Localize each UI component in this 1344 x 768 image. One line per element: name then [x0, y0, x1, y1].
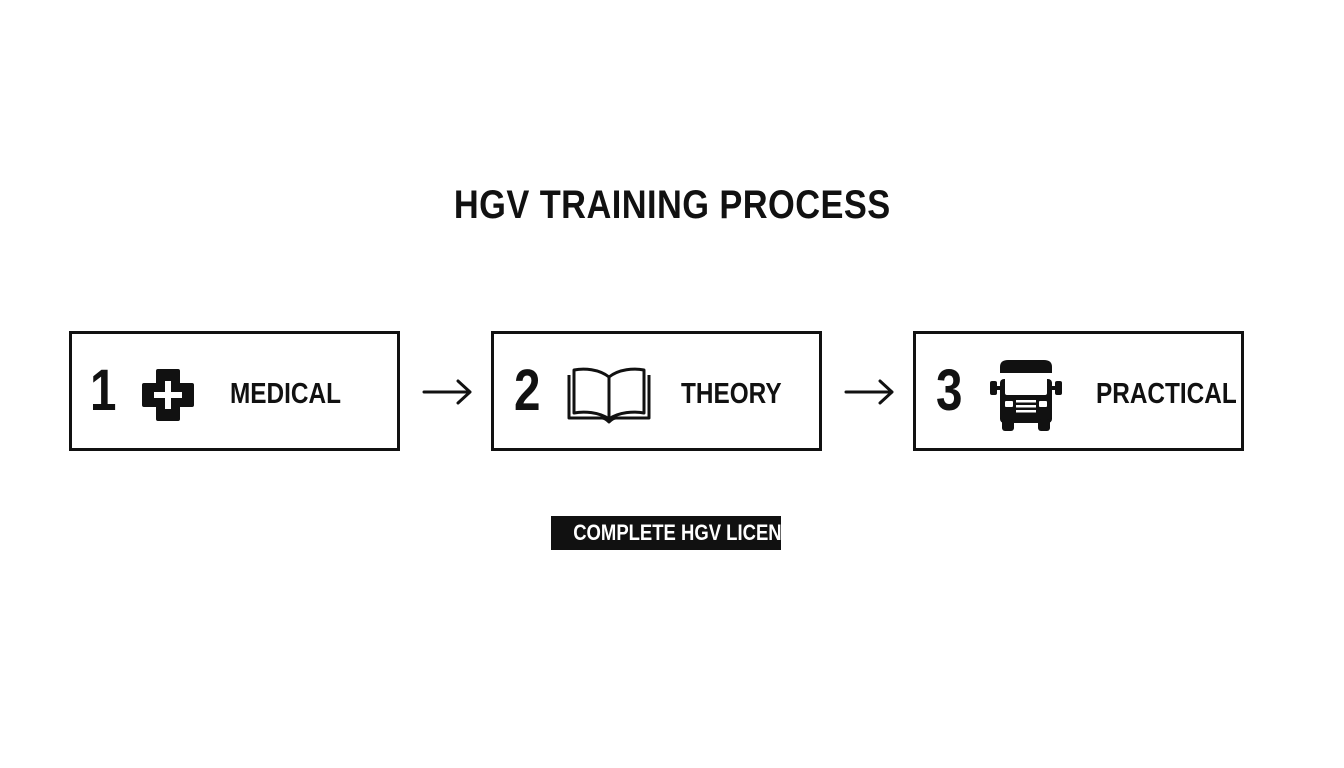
step-number: 2: [514, 358, 541, 423]
open-book-icon: [567, 367, 651, 424]
step-box-practical: 3 PRACTICAL: [913, 331, 1244, 451]
arrow-right-icon: [422, 379, 472, 405]
step-label: MEDICAL: [230, 378, 341, 410]
result-badge-label: COMPLETE HGV LICENSE: [573, 520, 781, 545]
truck-icon: [990, 360, 1062, 431]
step-number: 3: [936, 358, 963, 423]
step-label: PRACTICAL: [1096, 378, 1237, 410]
step-box-medical: 1 MEDICAL: [69, 331, 400, 451]
diagram-title: HGV TRAINING PROCESS: [453, 183, 891, 227]
step-label: THEORY: [681, 378, 782, 410]
step-box-theory: 2 THEORY: [491, 331, 822, 451]
arrow-right-icon: [844, 379, 894, 405]
step-number: 1: [90, 358, 117, 423]
medical-cross-icon: [142, 369, 194, 421]
result-badge: COMPLETE HGV LICENSE: [551, 516, 781, 550]
